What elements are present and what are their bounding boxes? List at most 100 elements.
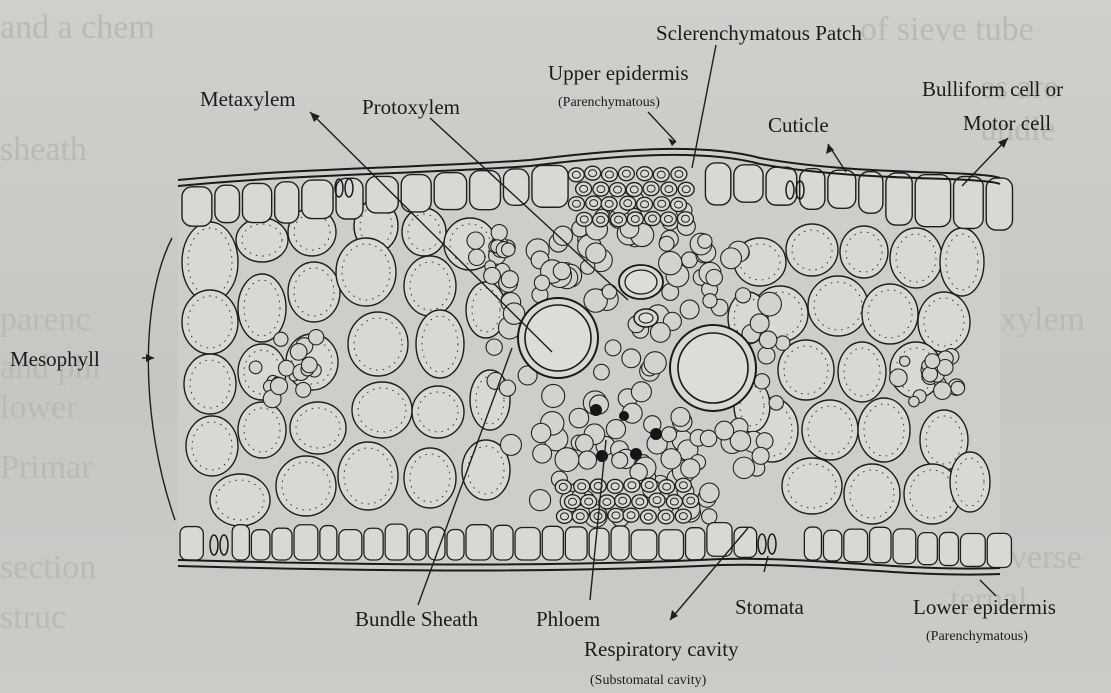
epidermal-cell	[766, 167, 797, 205]
bundle-cell	[775, 336, 789, 350]
sclerenchyma-cell	[585, 166, 601, 180]
bundle-cell	[533, 444, 552, 463]
small-parenchyma-cell	[890, 369, 908, 387]
mesophyll-cell	[404, 256, 456, 316]
mesophyll-cell	[918, 292, 970, 352]
sclerenchyma-cell	[615, 494, 631, 508]
bundle-cell	[501, 271, 518, 288]
svg-text:of sieve tube: of sieve tube	[860, 11, 1034, 48]
bundle-cell	[631, 382, 651, 402]
bundle-cell	[702, 509, 717, 524]
sclerenchyma-cell	[671, 167, 687, 181]
epidermal-cell	[870, 527, 891, 562]
sclerenchyma-cell	[574, 479, 590, 493]
epidermal-cell	[915, 175, 950, 227]
bundle-cell	[553, 226, 572, 245]
sclerenchyma-cell	[608, 508, 624, 522]
sclerenchyma-cell	[555, 480, 571, 494]
sclerenchyma-cell	[624, 478, 640, 492]
epidermal-cell	[886, 173, 912, 225]
label-respiratory-cavity: Respiratory cavity	[584, 637, 739, 661]
bundle-cell	[681, 459, 700, 478]
epidermal-cell	[302, 180, 333, 218]
small-parenchyma-cell	[467, 232, 484, 249]
sclerenchyma-cell	[593, 213, 609, 227]
bundle-cell	[682, 252, 698, 268]
mesophyll-cell	[338, 442, 398, 510]
sclerenchyma-cell	[640, 510, 656, 524]
small-parenchyma-cell	[502, 243, 515, 256]
epidermal-cell	[659, 530, 684, 560]
small-parenchyma-cell	[934, 382, 952, 400]
small-parenchyma-cell	[279, 360, 295, 376]
bundle-cell	[569, 408, 589, 428]
small-parenchyma-cell	[469, 249, 485, 265]
bundle-cell	[721, 248, 742, 269]
epidermal-cell	[532, 165, 568, 207]
mesophyll-cell	[336, 238, 396, 306]
sclerenchyma-cell	[677, 212, 693, 226]
mesophyll-cell	[808, 276, 868, 336]
bundle-cell	[622, 349, 641, 368]
arrowhead-mesophyll	[146, 354, 154, 362]
mesophyll-cell	[782, 458, 842, 514]
mesophyll-cell	[184, 354, 236, 414]
sclerenchyma-cell	[675, 478, 691, 492]
bundle-cell	[659, 251, 682, 274]
sclerenchyma-cell	[666, 495, 682, 509]
bundle-cell	[671, 407, 690, 426]
sclerenchyma-cell	[626, 183, 642, 197]
sclerenchyma-cell	[611, 213, 627, 227]
label-sclerenchymatous-patch: Sclerenchymatous Patch	[656, 21, 862, 45]
bundle-cell	[555, 448, 579, 472]
mesophyll-cell	[404, 448, 456, 508]
label-bundle-sheath: Bundle Sheath	[355, 607, 479, 631]
epidermal-cell	[215, 185, 240, 222]
bundle-cell	[534, 275, 549, 290]
sclerenchyma-cell	[675, 509, 691, 523]
sclerenchyma-cell	[568, 168, 584, 182]
epidermal-cell	[493, 525, 513, 560]
epidermal-cell	[939, 532, 958, 565]
epidermal-cell	[320, 526, 337, 560]
bundle-cell	[752, 447, 769, 464]
sclerenchyma-cell	[576, 212, 592, 226]
bundle-cell	[594, 364, 610, 380]
sclerenchyma-patch-lower	[555, 478, 698, 524]
epidermal-cell	[960, 534, 985, 567]
sclerenchyma-cell	[671, 198, 687, 212]
epidermal-cell	[409, 529, 426, 560]
label-protoxylem: Protoxylem	[362, 95, 460, 119]
bundle-cell	[715, 421, 734, 440]
bundle-cell	[700, 430, 716, 446]
mesophyll-cell	[890, 228, 942, 288]
mesophyll-cell	[238, 402, 286, 458]
small-parenchyma-cell	[909, 396, 919, 406]
mesophyll-cell	[402, 208, 446, 256]
sclerenchyma-cell	[627, 212, 643, 226]
label-respiratory-cavity-note: (Substomatal cavity)	[590, 673, 707, 688]
epidermal-cell	[734, 165, 763, 202]
epidermal-cell	[336, 178, 363, 219]
epidermal-cell	[275, 182, 299, 223]
bundle-cell	[756, 433, 773, 450]
label-bulliform-line2: Motor cell	[963, 111, 1051, 135]
label-metaxylem: Metaxylem	[200, 87, 296, 111]
sclerenchyma-cell	[590, 479, 606, 493]
sclerenchyma-cell	[556, 509, 572, 523]
epidermal-cell	[180, 527, 203, 560]
bundle-cell	[758, 292, 782, 316]
bundle-cell	[606, 420, 625, 439]
bundle-cell	[754, 374, 769, 389]
epidermal-cell	[503, 169, 528, 205]
label-upper-epidermis-note: (Parenchymatous)	[558, 95, 660, 110]
sclerenchyma-cell	[620, 196, 636, 210]
epidermal-cell	[470, 171, 501, 210]
sclerenchyma-cell	[618, 167, 634, 181]
sclerenchyma-cell	[641, 478, 657, 492]
epidermal-cell	[986, 178, 1012, 230]
svg-text:xylem: xylem	[1000, 301, 1085, 338]
mesophyll-cell	[940, 228, 984, 296]
